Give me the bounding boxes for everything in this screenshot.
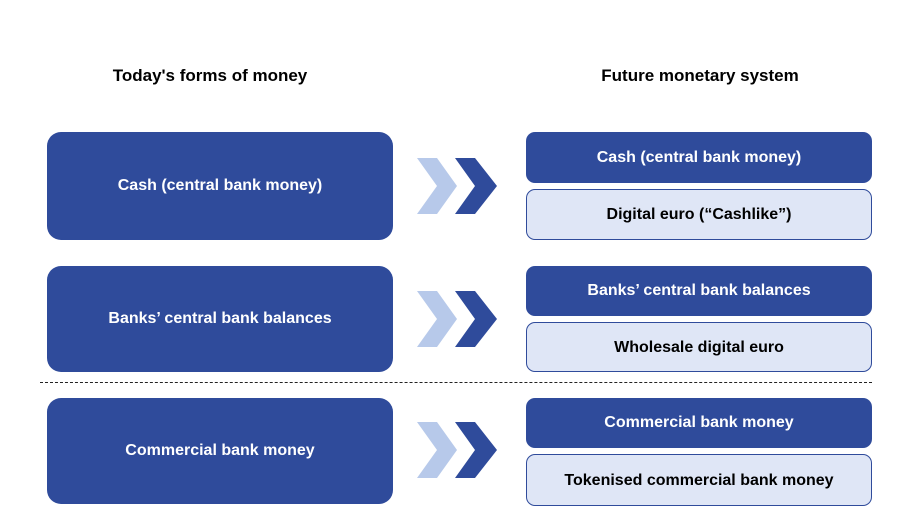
future-box-wholesale-digital-euro: Wholesale digital euro bbox=[526, 322, 872, 372]
today-box-banks-central-bank-balances: Banks’ central bank balances bbox=[47, 266, 393, 372]
future-box-cash: Cash (central bank money) bbox=[526, 132, 872, 183]
dashed-divider bbox=[40, 382, 872, 383]
heading-future-monetary-system: Future monetary system bbox=[601, 66, 799, 85]
double-chevron-right-icon bbox=[417, 291, 497, 347]
future-box-digital-euro: Digital euro (“Cashlike”) bbox=[526, 189, 872, 240]
future-box-banks-central-bank-balances: Banks’ central bank balances bbox=[526, 266, 872, 316]
future-box-commercial-bank-money: Commercial bank money bbox=[526, 398, 872, 448]
double-chevron-right-icon bbox=[417, 422, 497, 478]
today-box-commercial-bank-money: Commercial bank money bbox=[47, 398, 393, 504]
future-box-tokenised-commercial-bank-money: Tokenised commercial bank money bbox=[526, 454, 872, 506]
today-box-cash: Cash (central bank money) bbox=[47, 132, 393, 240]
heading-todays-forms-of-money: Today's forms of money bbox=[112, 66, 308, 85]
double-chevron-right-icon bbox=[417, 158, 497, 214]
